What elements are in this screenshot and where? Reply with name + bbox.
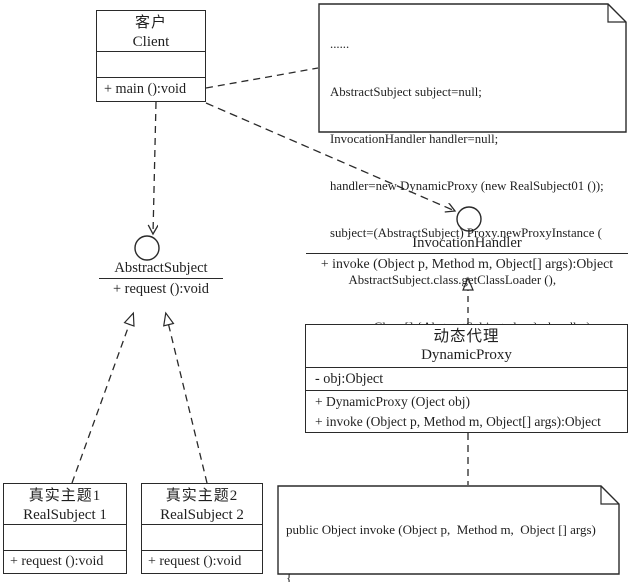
code-line: public Object invoke (Object p, Method m… <box>286 521 596 537</box>
class-real-subject-1-title: 真实主题1 RealSubject 1 <box>4 484 126 524</box>
attribute-obj: - obj:Object <box>315 371 384 387</box>
interface-circle-icon-abstract-subject <box>134 235 160 261</box>
class-dynamic-proxy: 动态代理 DynamicProxy - obj:Object + Dynamic… <box>305 324 628 433</box>
class-real-subject-2-title: 真实主题2 RealSubject 2 <box>142 484 262 524</box>
class-real-subject-2-name-en: RealSubject 2 <box>160 507 244 523</box>
code-line: InvocationHandler handler=null; <box>330 131 499 146</box>
class-dynamic-proxy-attributes: - obj:Object <box>306 367 627 390</box>
class-client-methods: + main ():void <box>97 77 205 101</box>
class-real-subject-1-methods: + request ():void <box>4 550 126 573</box>
class-real-subject-2-attributes-empty <box>142 524 262 550</box>
interface-abstract-subject-method: + request ():void <box>112 281 210 297</box>
dependency-client-to-abstract-subject <box>153 101 156 234</box>
class-dynamic-proxy-name-en: DynamicProxy <box>421 347 512 363</box>
interface-circle-icon-invocation-handler <box>456 206 482 232</box>
client-code-note: ...... AbstractSubject subject=null; Inv… <box>318 3 627 381</box>
class-real-subject-2-name-cn: 真实主题2 <box>165 488 239 504</box>
class-dynamic-proxy-name-cn: 动态代理 <box>433 328 500 345</box>
interface-invocation-handler-name: InvocationHandler <box>306 234 628 254</box>
class-client-attributes-empty <box>97 51 205 77</box>
interface-invocation-handler-method: + invoke (Object p, Method m, Object[] a… <box>320 256 614 271</box>
method-invoke: + invoke (Object p, Method m, Object[] a… <box>315 413 601 429</box>
method-request: + request ():void <box>10 554 104 569</box>
class-real-subject-1: 真实主题1 RealSubject 1 + request ():void <box>3 483 127 574</box>
realization-realsubject1-to-abstract-subject <box>71 311 135 484</box>
code-line: AbstractSubject.class.getClassLoader (), <box>330 272 557 287</box>
class-client-title: 客户 Client <box>97 11 205 51</box>
class-real-subject-2-methods: + request ():void <box>142 550 262 573</box>
code-line: handler=new DynamicProxy (new RealSubjec… <box>330 178 604 193</box>
dependency-client-to-invocation-handler <box>205 102 455 211</box>
class-dynamic-proxy-methods: + DynamicProxy (Oject obj) + invoke (Obj… <box>306 390 627 432</box>
note-shape-icon <box>318 3 627 133</box>
class-client-name-en: Client <box>132 34 170 50</box>
interface-abstract-subject-name: AbstractSubject <box>99 258 223 279</box>
method-constructor: + DynamicProxy (Oject obj) <box>315 394 470 409</box>
interface-abstract-subject: AbstractSubject + request ():void <box>99 258 223 300</box>
note-shape-icon <box>277 485 620 575</box>
class-real-subject-1-name-cn: 真实主题1 <box>28 488 102 504</box>
realization-realsubject2-to-abstract-subject <box>163 311 208 484</box>
code-line: ...... <box>330 37 350 52</box>
code-line: { <box>286 570 293 582</box>
code-line: AbstractSubject subject=null; <box>330 84 482 99</box>
invoke-code-text: public Object invoke (Object p, Method m… <box>277 485 620 582</box>
class-real-subject-1-attributes-empty <box>4 524 126 550</box>
method-main: + main ():void <box>104 81 187 97</box>
interface-invocation-handler: InvocationHandler + invoke (Object p, Me… <box>306 234 628 274</box>
invoke-code-note: public Object invoke (Object p, Method m… <box>277 485 620 582</box>
anchor-client-to-code-note <box>205 67 319 89</box>
class-client-name-cn: 客户 <box>134 15 167 31</box>
class-real-subject-2: 真实主题2 RealSubject 2 + request ():void <box>141 483 263 574</box>
class-real-subject-1-name-en: RealSubject 1 <box>23 507 107 523</box>
method-request: + request ():void <box>148 554 242 569</box>
code-line: subject=(AbstractSubject) Proxy.newProxy… <box>330 225 602 240</box>
class-dynamic-proxy-title: 动态代理 DynamicProxy <box>306 325 627 367</box>
class-client: 客户 Client + main ():void <box>96 10 206 102</box>
